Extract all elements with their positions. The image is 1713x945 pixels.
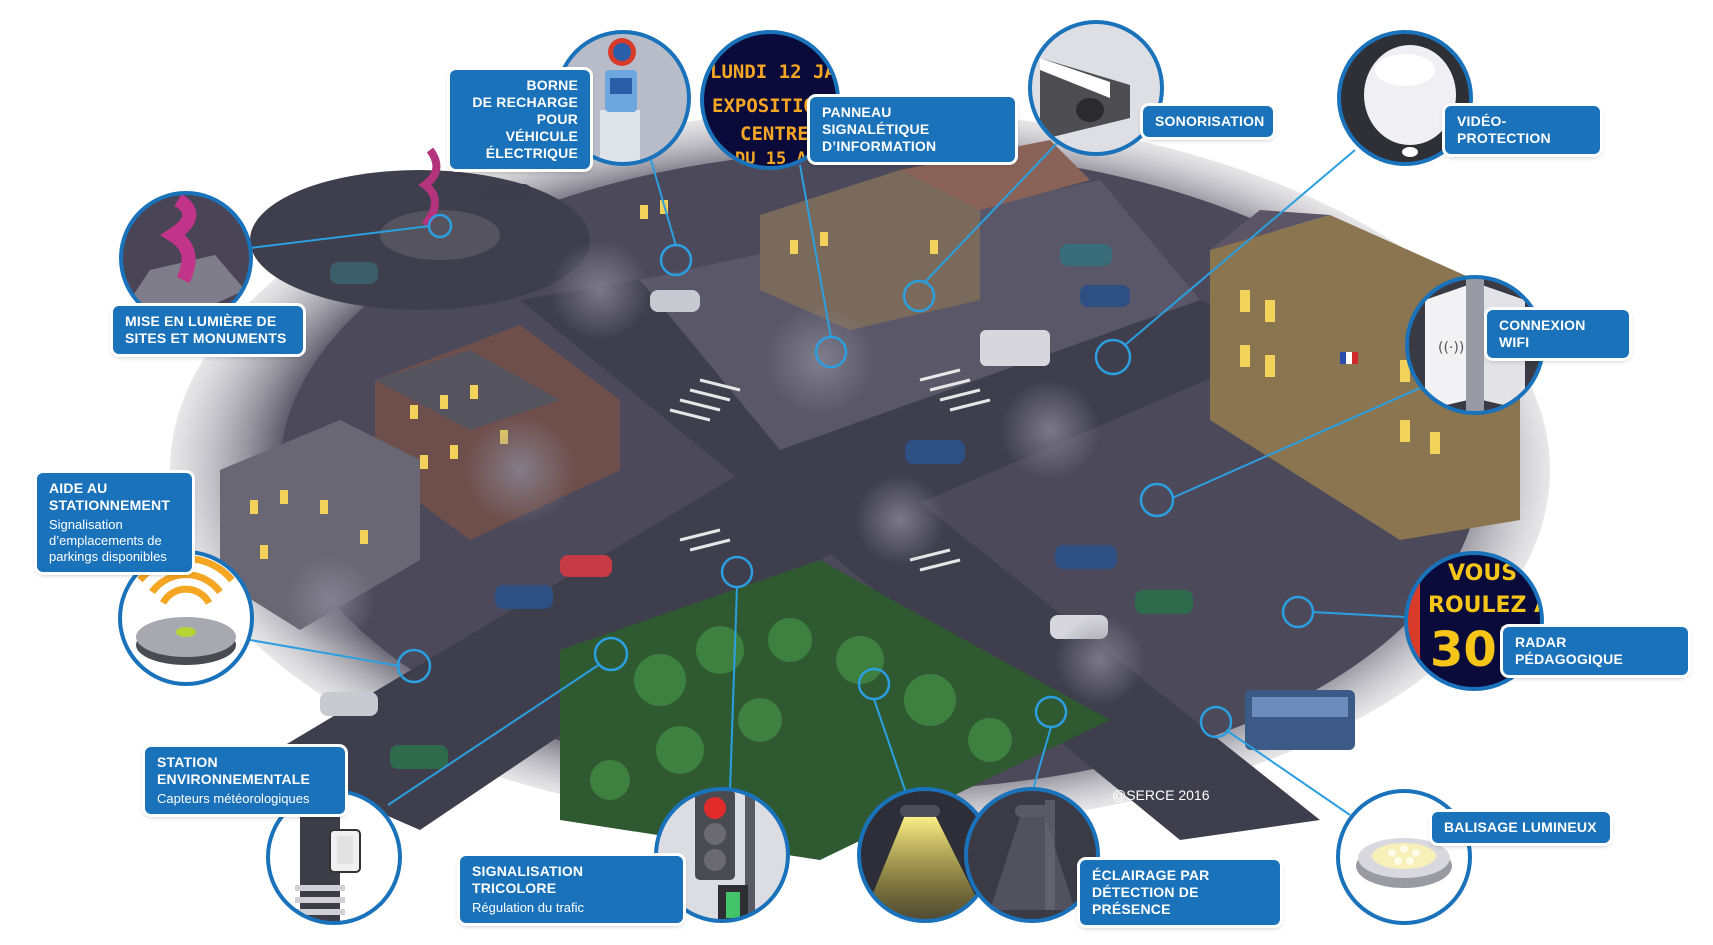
label-signalisation-title: SIGNALISATION TRICOLORE	[472, 863, 584, 896]
monument-light-icon	[119, 191, 253, 325]
label-station-environnementale: STATION ENVIRONNEMENTALE Capteurs météor…	[145, 747, 345, 814]
radar-line-1: VOUS	[1448, 561, 1517, 586]
camera-icon	[1337, 30, 1473, 166]
label-borne-recharge-title: BORNE DE RECHARGE POUR VÉHICULE ÉLECTRIQ…	[472, 77, 578, 161]
label-radar: RADAR PÉDAGOGIQUE	[1503, 627, 1688, 675]
label-eclairage-title: ÉCLAIRAGE PAR DÉTECTION DE PRÉSENCE	[1092, 867, 1210, 917]
label-station-subtitle: Capteurs météorologiques	[157, 791, 310, 806]
bus	[1245, 690, 1355, 750]
label-balisage-title: BALISAGE LUMINEUX	[1444, 819, 1597, 835]
ribbon-sculpture	[418, 147, 441, 228]
label-wifi: CONNEXION WIFI	[1487, 310, 1629, 358]
label-mise-lumiere-title: MISE EN LUMIÈRE DE SITES ET MONUMENTS	[125, 313, 287, 346]
label-station-title: STATION ENVIRONNEMENTALE	[157, 754, 311, 787]
label-sonorisation: SONORISATION	[1143, 106, 1273, 137]
ground-light-icon	[1336, 789, 1472, 925]
label-panneau-title: PANNEAU SIGNALÉTIQUE D’INFORMATION	[822, 104, 937, 154]
label-balisage: BALISAGE LUMINEUX	[1432, 812, 1610, 843]
label-borne-recharge: BORNE DE RECHARGE POUR VÉHICULE ÉLECTRIQ…	[450, 70, 590, 169]
radar-sign-icon: VOUS ROULEZ À 30 km	[1404, 551, 1551, 691]
panel-line-1: LUNDI 12 JA	[710, 61, 836, 83]
label-wifi-title: CONNEXION WIFI	[1499, 317, 1586, 350]
label-eclairage: ÉCLAIRAGE PAR DÉTECTION DE PRÉSENCE	[1080, 860, 1280, 925]
label-aide-title: AIDE AU STATIONNEMENT	[49, 480, 171, 513]
street-lamp-icon	[857, 787, 1100, 923]
label-radar-title: RADAR PÉDAGOGIQUE	[1515, 634, 1623, 667]
connector-lines	[249, 139, 1421, 816]
label-panneau: PANNEAU SIGNALÉTIQUE D’INFORMATION	[810, 97, 1015, 162]
parking-sensor-icon	[118, 550, 254, 686]
panel-line-3: CENTRE	[740, 123, 809, 145]
svg-text:((·)): ((·))	[1438, 340, 1464, 356]
info-panel-icon: LUNDI 12 JA EXPOSITION CENTRE DU 15 AU	[700, 30, 840, 170]
label-mise-en-lumiere: MISE EN LUMIÈRE DE SITES ET MONUMENTS	[113, 306, 303, 354]
street-glows	[285, 240, 1145, 705]
label-signalisation-subtitle: Régulation du trafic	[472, 900, 585, 915]
label-video-protection: VIDÉO-PROTECTION	[1445, 106, 1600, 154]
label-aide-stationnement: AIDE AU STATIONNEMENT Signalisation d’em…	[37, 473, 192, 572]
label-aide-subtitle: Signalisation d’emplacements de parkings…	[49, 517, 167, 564]
radar-line-2: ROULEZ À	[1428, 592, 1551, 618]
flag-icon	[1340, 352, 1358, 364]
panel-line-2: EXPOSITION	[712, 95, 826, 117]
building-left-front	[220, 420, 420, 630]
radar-speed: 30	[1430, 622, 1497, 678]
label-video-title: VIDÉO-PROTECTION	[1457, 113, 1551, 146]
speaker-icon	[1028, 20, 1164, 156]
park-trees	[590, 618, 1012, 800]
copyright-credit: @SERCE 2016	[1112, 787, 1210, 803]
building-top	[760, 170, 980, 330]
park	[560, 560, 1110, 860]
label-signalisation-tricolore: SIGNALISATION TRICOLORE Régulation du tr…	[460, 856, 683, 923]
traffic-light-icon	[654, 787, 790, 923]
label-sonorisation-title: SONORISATION	[1155, 113, 1265, 129]
